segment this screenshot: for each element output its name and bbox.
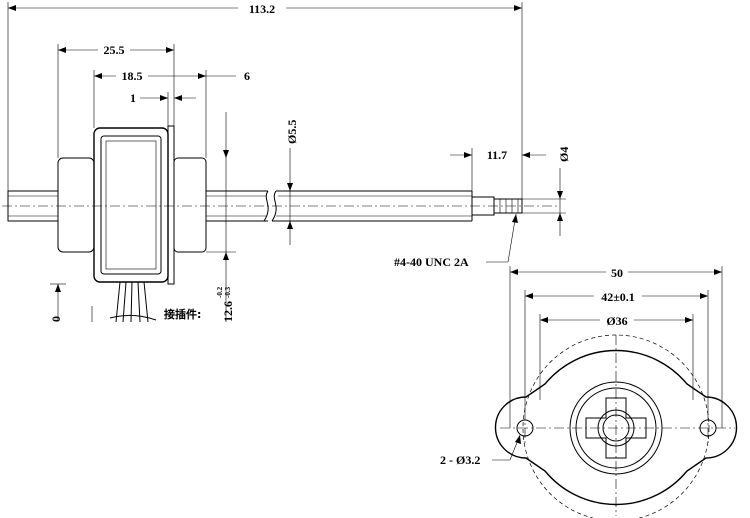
dim-flange-thickness: 1 bbox=[130, 91, 136, 105]
lead-wires bbox=[109, 281, 157, 323]
dim-lead-zero: 0 bbox=[49, 316, 63, 322]
side-view bbox=[2, 125, 560, 323]
dim-lead-tol-lower: -0.3 bbox=[224, 286, 232, 298]
dim-shaft-diameter: Ø5.5 bbox=[285, 120, 299, 144]
dim-tip-diameter: Ø4 bbox=[557, 147, 571, 162]
dim-lead-offset: 12.6 bbox=[221, 301, 235, 322]
right-end-cap bbox=[173, 157, 207, 253]
dim-lead-tol-upper: -0.2 bbox=[216, 286, 224, 298]
dim-flange-width: 50 bbox=[611, 266, 623, 280]
dim-overall-length: 113.2 bbox=[249, 2, 275, 16]
shaft-cross bbox=[585, 397, 647, 459]
flange-plate bbox=[167, 125, 175, 285]
left-end-cap bbox=[57, 157, 95, 253]
end-view bbox=[494, 334, 738, 518]
dim-hole-spacing: 42±0.1 bbox=[601, 290, 635, 304]
side-dimensions: 113.2 25.5 18.5 6 1 Ø5.5 bbox=[7, 1, 571, 322]
dim-tip-length: 11.7 bbox=[487, 148, 507, 162]
thread-spec-label: #4-40 UNC 2A bbox=[394, 255, 469, 269]
connector-label: 接插件: bbox=[164, 307, 201, 321]
dim-shaft-protrusion: 6 bbox=[244, 69, 250, 83]
dim-body-diameter: Ø36 bbox=[606, 314, 627, 328]
mount-holes-label: 2 - Ø3.2 bbox=[440, 453, 480, 467]
shaft-break-right bbox=[271, 190, 277, 222]
motor-body bbox=[93, 127, 169, 283]
end-dimensions: 50 42±0.1 Ø36 2 - Ø3.2 bbox=[440, 265, 723, 467]
shaft-break-left bbox=[263, 190, 269, 222]
flange-outline bbox=[494, 349, 738, 506]
dim-flange-span: 18.5 bbox=[122, 69, 143, 83]
dim-body-length: 25.5 bbox=[104, 43, 125, 57]
